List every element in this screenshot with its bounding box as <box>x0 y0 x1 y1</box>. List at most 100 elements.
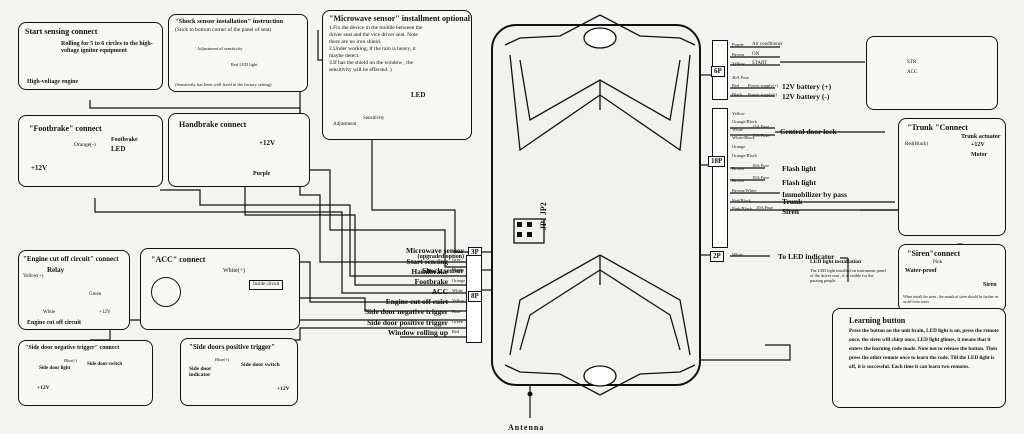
acc-box: "ACC" connect White(+) Inside circuit <box>140 248 300 330</box>
handbrake-title: Handbrake connect <box>179 120 247 129</box>
trunk-box: "Trunk "Connect Trunk actuator +12V Moto… <box>898 118 1006 236</box>
rwire-orange: Orange <box>732 144 746 149</box>
trunk-motor: Motor <box>971 152 988 158</box>
footbrake-title: "Footbrake" connect <box>29 124 102 133</box>
rsmall-fuse-15a-1: 15A Fuse <box>752 124 770 129</box>
wire-color-black: Black <box>452 267 463 272</box>
side-neg-light: Side door light <box>39 366 71 371</box>
rwire-black: Black <box>732 92 743 97</box>
microwave-step-6: 3.If has the shield on the window , the <box>329 60 414 66</box>
label-footbrake: Footbrake <box>414 277 448 286</box>
label-side-neg: Side door negative trigger <box>365 307 448 316</box>
rlabel-central-lock: Central door lock <box>780 127 837 136</box>
shock-sensor-title: "Shock sensor installation" instruction <box>175 18 284 25</box>
rlabel-siren: Siren <box>782 207 799 216</box>
rlabel-flash-1: Flash light <box>782 164 816 173</box>
microwave-step-4: 2.Under working, if the rain is heavy, i… <box>329 46 416 52</box>
rwire-orange-black: Orange/Black <box>732 119 757 124</box>
unit-jp-label: JP1 JP2 <box>539 202 548 230</box>
learning-box: Learning button Press the button on the … <box>832 308 1006 408</box>
microwave-step-5: maybe detect. <box>329 53 360 59</box>
microwave-box: "Microwave sensor" installment optional:… <box>322 10 473 140</box>
acc-white: White(+) <box>223 268 246 274</box>
rsmall-fuse-10a-3: 10A Fuse <box>756 205 774 210</box>
ignition-acc: ACC <box>907 70 918 75</box>
led-install-title: LED light installation <box>810 259 862 265</box>
label-engine-cut: Engine cut off cuirt <box>385 297 448 306</box>
ignition-box: STR ACC <box>866 36 998 110</box>
label-side-pos: Side door positive trigger <box>367 318 448 327</box>
rwire-brown-3: Brown <box>732 178 745 183</box>
rwire-yellow: Yellow <box>732 61 745 66</box>
rlabel-battery-minus: 12V battery (-) <box>782 92 830 101</box>
label-microwave-sensor: Microwave sensor <box>406 246 464 255</box>
rwire-white: White <box>732 127 743 132</box>
rsmall-fuse-10a-2: 10A Fuse <box>752 175 770 180</box>
rwire-purple: Purple <box>732 42 744 47</box>
shock-sensor-light: Red LED light <box>231 62 258 67</box>
rsmall-start: START <box>752 61 768 66</box>
wire-color-purple: Purple <box>452 268 464 273</box>
engine-cut-green: Green <box>89 292 102 297</box>
engine-cut-12v: +12V <box>99 310 111 315</box>
start-sensing-title: Start sensing connect <box>25 27 98 36</box>
wire-color-orange: Orange <box>452 278 466 283</box>
footbrake-label: Footbrake <box>111 137 138 143</box>
siren-title: "Siren"connect <box>907 249 961 258</box>
label-shock-sensor: Shock sensor <box>422 266 464 275</box>
ignition-str: STR <box>907 60 917 65</box>
rwire-white-2: White <box>732 252 743 257</box>
wire-color-green: Green <box>452 319 463 324</box>
rwire-orange-black-2: Orange/Black <box>732 153 757 158</box>
siren-label: Siren <box>983 282 997 288</box>
footbrake-12v: +12V <box>31 164 48 172</box>
side-pos-title: "Side doors positive trigger" <box>189 343 276 351</box>
rwire-white-black: White/Black <box>732 135 755 140</box>
shock-sensor-subtitle: (Stick to bottom corner of the panel of … <box>175 27 272 33</box>
led-install-text: The LED light installed on instrument pa… <box>810 268 886 283</box>
wire-color-red: Red <box>452 329 460 334</box>
siren-box: "Siren"connect Pink Water-proof Siren Wh… <box>898 244 1006 312</box>
siren-waterproof: Water-proof <box>905 268 937 274</box>
wire-color-yellow: Yellow <box>452 298 465 303</box>
rwire-red: Red <box>732 83 740 88</box>
siren-pink: Pink <box>933 260 943 265</box>
trunk-12v: +12V <box>971 142 985 148</box>
engine-cut-box: "Engine cut off circuit" connect Relay Y… <box>18 250 130 330</box>
rlabel-trunk: Trunk <box>782 197 803 206</box>
handbrake-12v: +12V <box>259 139 276 147</box>
microwave-adjustment-label: Adjustment <box>333 122 357 127</box>
rsmall-fuse-15a-2: 15A Fuse <box>752 133 770 138</box>
engine-cut-yellow: Yellow(+) <box>23 274 44 279</box>
rwire-brown: Brown <box>732 52 745 57</box>
rwire-40a-fuse: 40A Fuse <box>732 75 750 80</box>
learning-text: Press the button on the unit brain, LED … <box>849 328 999 370</box>
shock-sensor-box: "Shock sensor installation" instruction … <box>168 14 308 92</box>
handbrake-purple: Purple <box>253 171 271 177</box>
engine-cut-relay: Relay <box>47 266 65 274</box>
acc-title: "ACC" connect <box>151 255 206 264</box>
rsmall-power-supply-plus: Power supply(+) <box>748 83 779 88</box>
microwave-led-label: LED <box>411 91 426 99</box>
side-pos-box: "Side doors positive trigger" Blue(+) Si… <box>180 338 298 406</box>
engine-cut-white: White <box>43 310 56 315</box>
connector-8p: 8P <box>468 291 482 302</box>
acc-ignition-icon <box>151 277 181 307</box>
side-neg-12v: +12V <box>37 385 50 391</box>
start-sensing-label: High-voltage engine <box>27 79 79 85</box>
microwave-step-3: there are no iron shield. <box>329 39 382 45</box>
siren-note: When install the siren , the mouth of si… <box>903 295 999 304</box>
side-neg-blue: Blue(-) <box>64 358 77 363</box>
wire-color-white-2: White <box>452 288 463 293</box>
acc-inside-circuit: Inside circuit <box>249 280 284 290</box>
side-pos-blue: Blue(+) <box>215 357 230 362</box>
start-sensing-box: Start sensing connect Rolling for 5 to 6… <box>18 22 163 90</box>
footbrake-led: LED <box>111 145 126 153</box>
engine-cut-title: "Engine cut off circuit" connect <box>23 255 119 263</box>
rwire-yellow-2: Yellow <box>732 111 745 116</box>
rwire-red-black: Red/Black <box>732 198 751 203</box>
label-start-sensing: Start sensing <box>406 257 448 266</box>
microwave-step-1: 1.Fix the device in the middle between t… <box>329 25 423 31</box>
side-pos-12v: +12V <box>277 386 290 392</box>
wire-color-white: White <box>452 249 463 254</box>
